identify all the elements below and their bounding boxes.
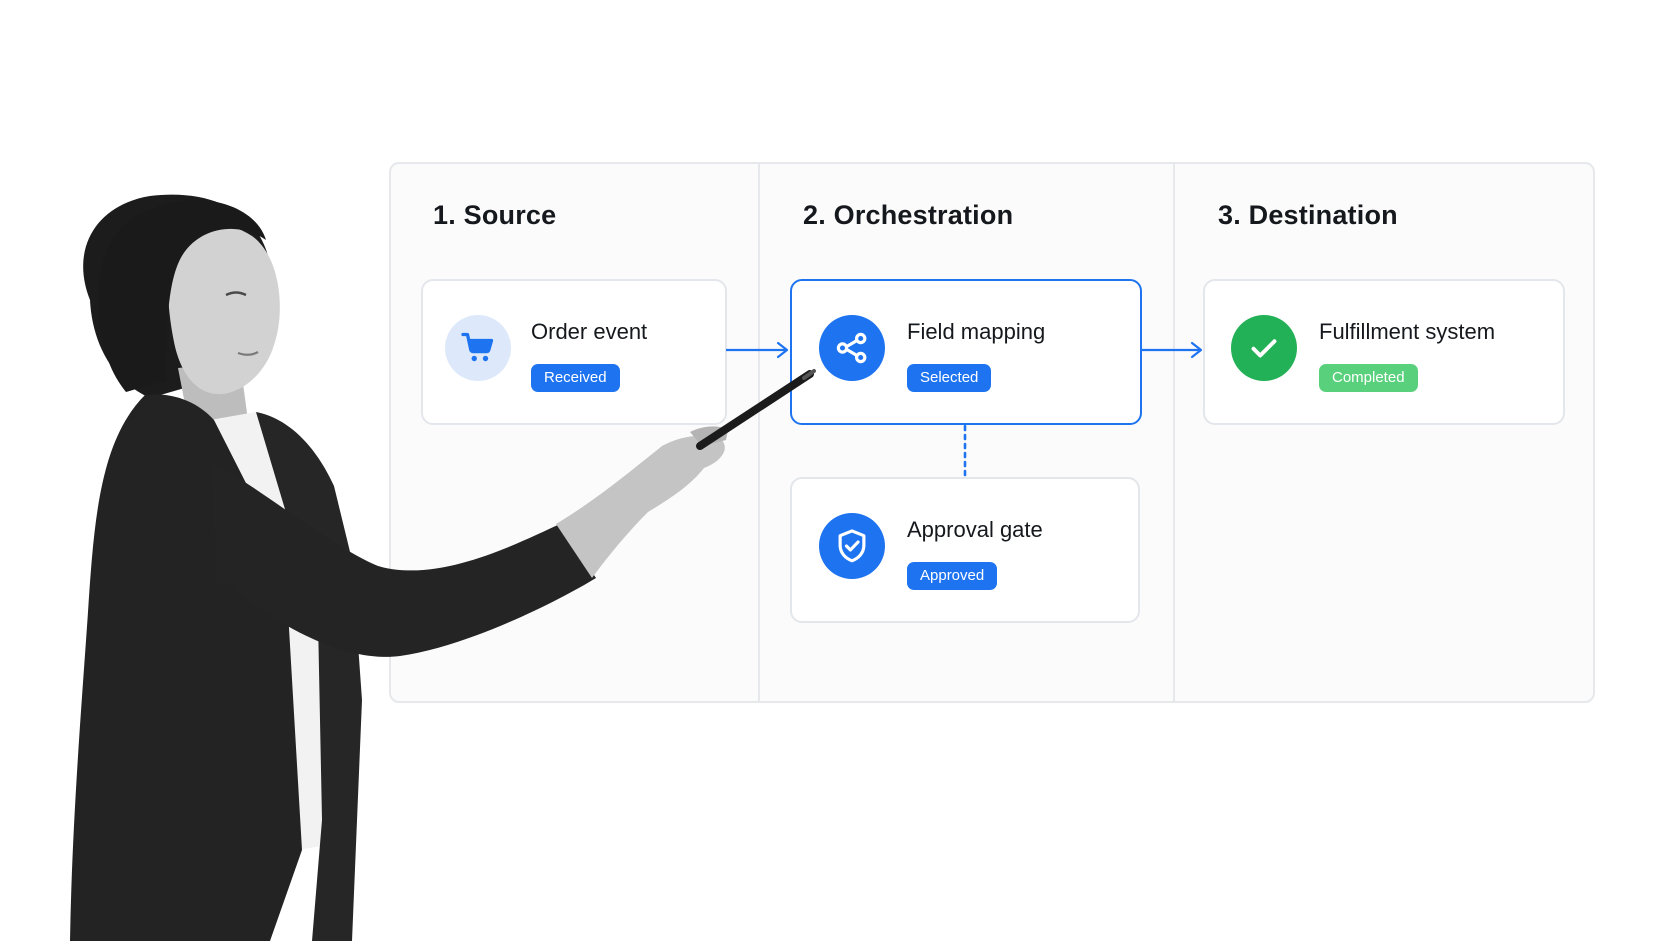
order-event-card[interactable]: Order event Received	[421, 279, 727, 425]
shopping-cart-icon	[445, 315, 511, 381]
fulfillment-system-title: Fulfillment system	[1319, 319, 1496, 344]
shield-check-icon	[819, 513, 885, 579]
column-divider	[1173, 162, 1175, 703]
order-event-title: Order event	[531, 319, 648, 344]
connector-arrow	[1141, 341, 1203, 359]
status-badge: Approved	[907, 562, 998, 590]
approval-gate-title: Approval gate	[907, 517, 1043, 542]
checkmark-icon	[1231, 315, 1297, 381]
share-nodes-icon	[819, 315, 885, 381]
status-badge: Selected	[907, 364, 992, 392]
fulfillment-system-card[interactable]: Fulfillment system Completed	[1203, 279, 1565, 425]
column-title-orchestration: 2. Orchestration	[803, 200, 1014, 230]
presenter-illustration	[70, 194, 816, 941]
column-title-destination: 3. Destination	[1218, 200, 1398, 230]
connector-arrow	[726, 341, 789, 359]
column-divider	[758, 162, 760, 703]
dotted-connector	[963, 424, 967, 478]
status-badge: Completed	[1319, 364, 1418, 392]
approval-gate-card[interactable]: Approval gate Approved	[790, 477, 1140, 623]
field-mapping-title: Field mapping	[907, 319, 1046, 344]
field-mapping-card[interactable]: Field mapping Selected	[790, 279, 1142, 425]
status-badge: Received	[531, 364, 620, 392]
column-title-source: 1. Source	[433, 200, 557, 230]
